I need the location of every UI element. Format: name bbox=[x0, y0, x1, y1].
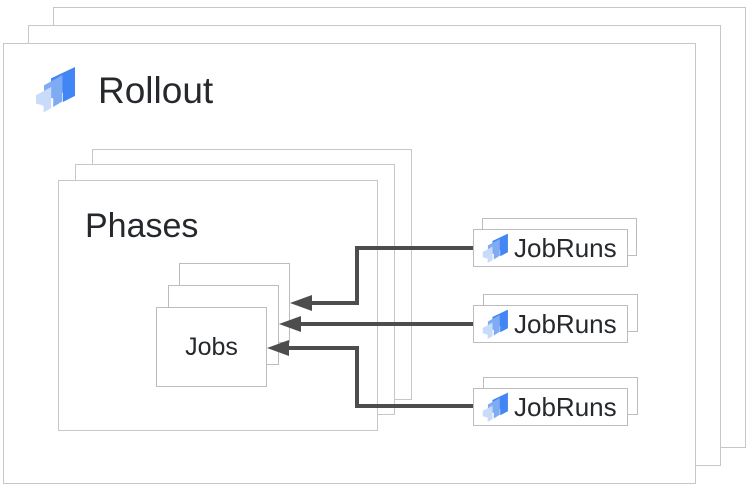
cloud-deploy-icon bbox=[482, 309, 508, 339]
cloud-deploy-icon bbox=[482, 392, 508, 422]
cloud-deploy-icon bbox=[36, 67, 75, 113]
jobruns-label: JobRuns bbox=[514, 232, 617, 263]
jobruns-1-card-front: JobRuns bbox=[473, 229, 628, 267]
jobs-label: Jobs bbox=[185, 332, 238, 361]
rollout-header: Rollout bbox=[34, 66, 213, 114]
phases-label: Phases bbox=[85, 207, 199, 245]
cloud-deploy-icon bbox=[482, 233, 508, 263]
rollout-title: Rollout bbox=[98, 69, 214, 111]
jobs-card-front: Jobs bbox=[156, 307, 267, 387]
jobruns-3-card-front: JobRuns bbox=[473, 388, 628, 426]
jobruns-2-card-front: JobRuns bbox=[473, 305, 628, 343]
jobruns-label: JobRuns bbox=[514, 391, 617, 422]
jobruns-label: JobRuns bbox=[514, 308, 617, 339]
